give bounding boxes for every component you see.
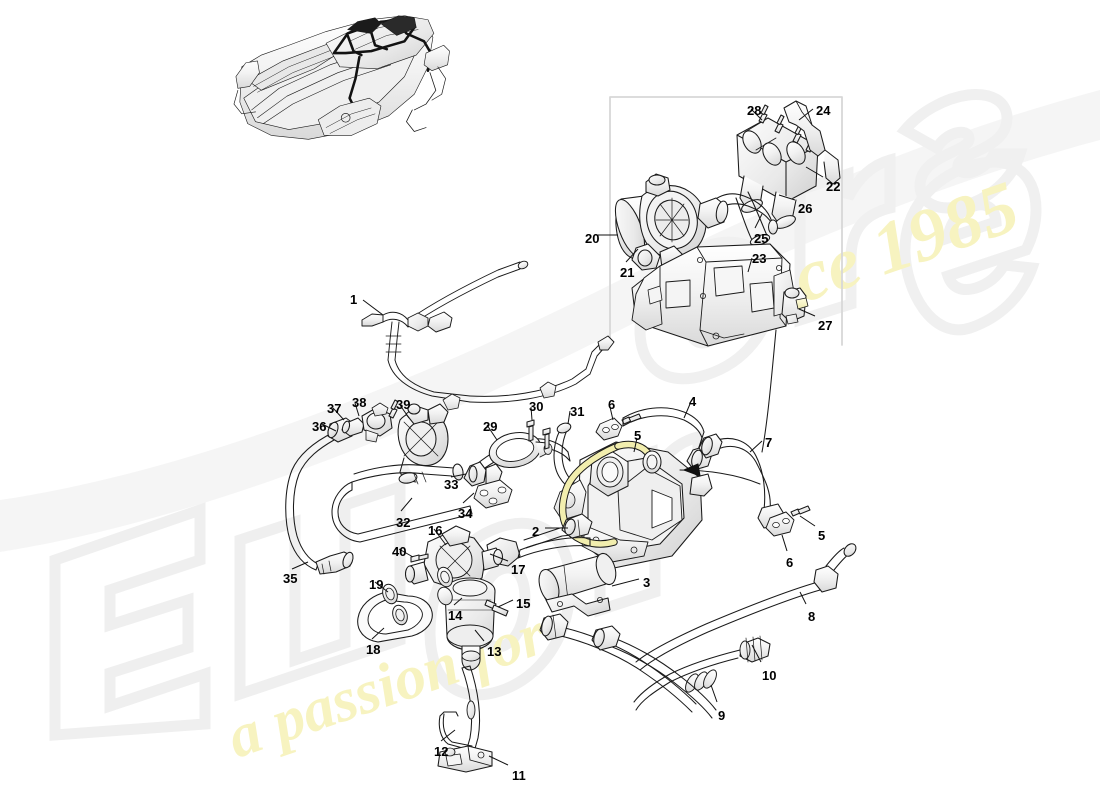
callout-34: 34 [458,506,473,521]
part-7-air-hose [698,433,785,529]
callout-39: 39 [396,397,411,412]
callout-25: 25 [754,231,769,246]
callout-2: 2 [532,524,540,539]
part-19-hose-collars [382,583,408,626]
callout-10: 10 [762,668,777,683]
callout-28: 28 [747,103,762,118]
callout-7: 7 [765,435,773,450]
part-lower-left-hose-b [591,625,717,719]
callout-33: 33 [444,477,459,492]
callout-3: 3 [643,575,651,590]
part-37-valve [361,402,393,443]
part-15-bolt [484,599,509,617]
callout-21: 21 [620,265,635,280]
callout-32: 32 [396,515,411,530]
callout-30: 30 [529,399,544,414]
callout-19: 19 [369,577,384,592]
callout-5b: 5 [818,528,826,543]
part-34-gasket-flange [473,479,513,509]
callout-36: 36 [312,419,327,434]
callout-37: 37 [327,401,342,416]
part-1-wiring-harness [361,260,615,411]
callout-38: 38 [352,395,367,410]
callout-11: 11 [512,768,526,783]
leader-27-long [761,329,777,453]
callout-12: 12 [434,744,449,759]
part-9-clips [685,669,717,693]
part-24-bracket [783,100,841,185]
part-lower-left-hose [539,613,697,713]
part-38-bolt [388,399,399,419]
part-5-bolt-right [790,505,811,517]
callout-40: 40 [392,544,407,559]
callout-1: 1 [350,292,358,307]
callout-8: 8 [808,609,816,624]
callout-35: 35 [283,571,298,586]
callout-9: 9 [718,708,726,723]
callout-31: 31 [570,404,585,419]
part-8-lower-pipe [635,543,857,671]
callout-29: 29 [483,419,498,434]
callout-24: 24 [816,103,831,118]
part-33-elbow-pipe [463,438,571,487]
part-13-air-filter-canister [437,566,509,671]
engine-assembly-thumbnail [233,15,450,140]
callout-6: 6 [608,397,616,412]
part-20-secondary-air-pump [614,173,729,271]
part-2-connector-hose [486,513,593,567]
part-11-bracket [437,745,493,773]
callout-6b: 6 [786,555,794,570]
reference-arrow [679,463,761,485]
callout-22: 22 [826,179,841,194]
callout-27: 27 [818,318,833,333]
callout-18: 18 [366,642,381,657]
part-39-vacuum-pump [397,403,449,484]
callout-26: 26 [798,201,813,216]
callout-20: 20 [585,231,600,246]
callout-4: 4 [689,394,697,409]
part-30-bolts [526,419,551,450]
part-25-air-hose [735,191,771,246]
part-throttle-body-assembly [553,441,713,569]
part-36-fitting [341,417,365,437]
part-6-gasket-left [595,417,623,441]
callout-13: 13 [487,644,502,659]
callout-23: 23 [752,251,767,266]
part-17-spigot [481,547,504,571]
callout-15: 15 [516,596,531,611]
part-18-flexible-hose [357,583,433,643]
part-27-vacuum-valve [781,287,809,325]
callout-5: 5 [634,428,642,443]
callout-14: 14 [448,608,463,623]
callout-16: 16 [428,523,443,538]
part-28-bolt-b [774,114,785,134]
part-14-collar [437,566,453,606]
part-3-air-reservoir [538,552,617,617]
part-22-air-control-valve [736,104,819,229]
part-12-pipe [438,665,481,753]
part-6-gasket-right [765,511,795,537]
part-10-pipe-fitting [633,635,771,711]
callout-17: 17 [511,562,526,577]
detail-inset-frame [609,96,843,346]
